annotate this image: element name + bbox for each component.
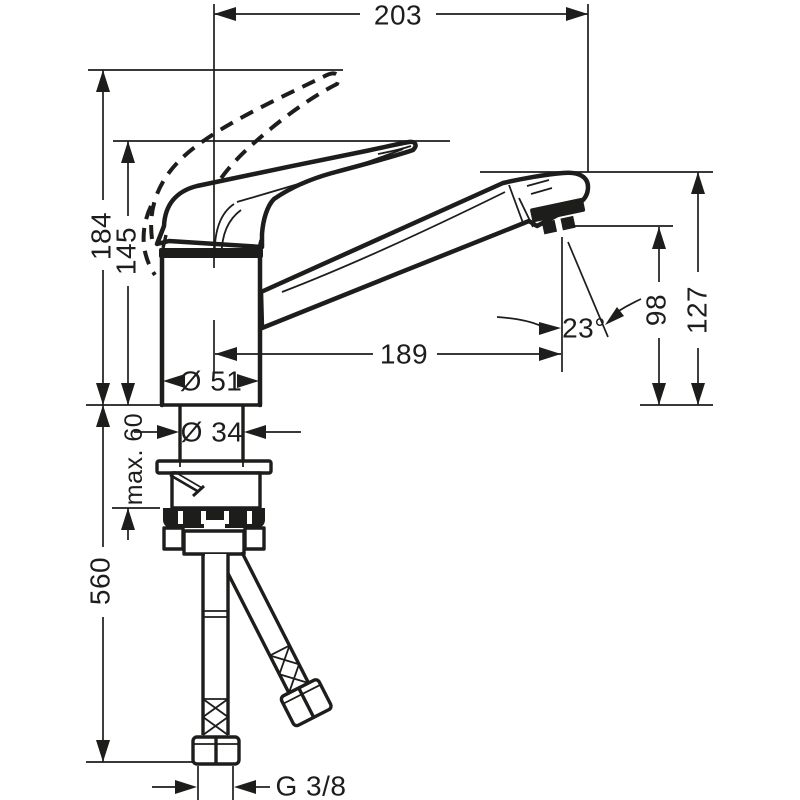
dim-outlet-angle-label: 23° xyxy=(562,313,606,344)
dim-height-raised-label: 184 xyxy=(86,212,117,260)
dim-total-width-label: 203 xyxy=(374,0,422,31)
dim-spout-reach-label: 189 xyxy=(380,339,428,370)
dimension-spout-top-height: 127 xyxy=(480,171,713,405)
dim-max-deck-label: max. 60 xyxy=(120,413,148,505)
dim-shank-diameter-label: Ø 34 xyxy=(181,417,244,448)
dim-connection-thread-label: G 3/8 xyxy=(276,771,347,800)
supply-hose-diagonal xyxy=(220,551,333,728)
dim-height-closed-label: 145 xyxy=(111,227,142,275)
mounting-nut-left-tab xyxy=(162,526,185,551)
dim-spout-top-height-label: 127 xyxy=(682,286,713,334)
dimension-shank-diameter: Ø 34 xyxy=(134,417,301,448)
handle-base-seam xyxy=(159,248,263,258)
dimension-hose-length: 560 xyxy=(85,405,194,763)
mounting-nut-right-tab xyxy=(243,526,266,551)
dimension-max-deck-thickness: max. 60 xyxy=(112,413,160,540)
base-flange xyxy=(155,459,273,475)
dim-hose-length-label: 560 xyxy=(85,557,116,605)
dimension-total-width: 203 xyxy=(213,0,589,372)
supply-hose-vertical xyxy=(191,554,241,766)
fixing-screw xyxy=(191,484,206,498)
dimension-outlet-angle: 23° xyxy=(496,241,642,344)
dimension-outlet-height: 98 xyxy=(562,225,673,405)
dimension-height-handle-raised: 184 xyxy=(86,69,343,405)
mounting-nut-center xyxy=(182,529,246,556)
mounting-hardware xyxy=(155,405,273,556)
handle-raised-dashed-skirt xyxy=(141,205,157,277)
handle-raised-dashed-outline xyxy=(149,71,341,240)
horseshoe-washer xyxy=(163,508,265,528)
dimension-height-handle-closed: 145 xyxy=(111,140,450,405)
dimension-base-diameter: Ø 51 xyxy=(163,366,259,397)
dimension-spout-reach: 189 xyxy=(215,237,563,372)
dim-base-diameter-label: Ø 51 xyxy=(180,366,243,397)
spout xyxy=(258,170,591,331)
dim-outlet-height-label: 98 xyxy=(641,294,672,326)
dimension-connection-thread: G 3/8 xyxy=(152,766,346,800)
